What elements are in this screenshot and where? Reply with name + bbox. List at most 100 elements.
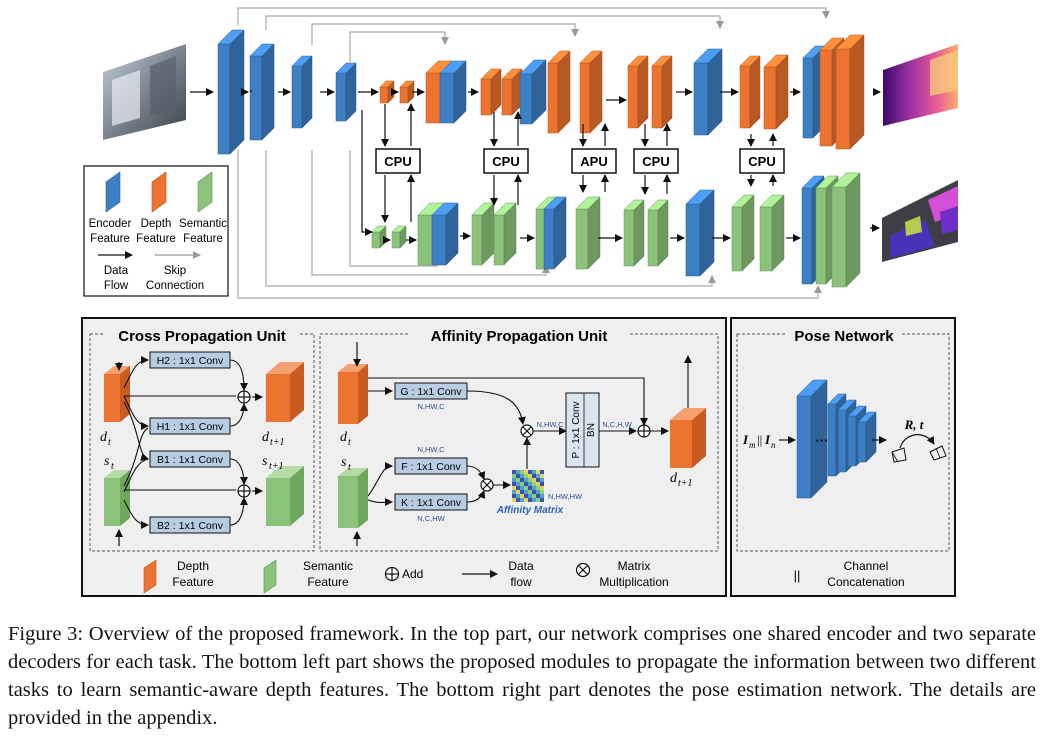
pose-dots: ··· xyxy=(816,433,829,448)
feature-block xyxy=(575,196,601,270)
affinity-matrix-cell xyxy=(536,478,540,482)
affinity-matrix-cell xyxy=(540,482,544,486)
f-conv-label: F : 1x1 Conv xyxy=(401,461,461,473)
feature-block xyxy=(371,225,387,249)
legend-data-flow-line2: Flow xyxy=(104,280,129,292)
unit-label: CPU xyxy=(492,154,519,169)
feature-block xyxy=(431,202,459,266)
affinity-matrix-cell xyxy=(512,482,516,486)
out-shape-label: N,C,H,W xyxy=(602,420,633,429)
feature-block xyxy=(501,68,523,116)
bn-label: BN xyxy=(586,423,597,437)
affinity-matrix-cell xyxy=(532,478,536,482)
b2-conv-label: B2 : 1x1 Conv xyxy=(157,520,224,532)
affinity-matrix-cell xyxy=(512,470,516,474)
feature-block xyxy=(763,54,789,130)
unit-box-3: APU xyxy=(571,148,617,174)
affinity-matrix-cell xyxy=(540,474,544,478)
unit-label: CPU xyxy=(642,154,669,169)
legend-depth-line1: Depth xyxy=(141,218,172,230)
pose-block xyxy=(796,379,828,499)
affinity-matrix-cell xyxy=(516,486,520,490)
legend-semantic-line1: Semantic xyxy=(179,218,227,230)
affinity-matrix-cell xyxy=(532,494,536,498)
affinity-matrix-cell xyxy=(516,498,520,502)
unit-box-5: CPU xyxy=(739,148,785,174)
cross-st-block xyxy=(104,470,130,526)
feature-block xyxy=(759,194,785,272)
propagation-unit-boxes: CPU CPU APU CPU CPU xyxy=(375,148,785,174)
modules-panel: Cross Propagation Unit Affinity Propagat… xyxy=(81,317,727,597)
cross-dt-block xyxy=(104,366,130,422)
affinity-matrix-cell xyxy=(524,478,528,482)
skip-connections xyxy=(237,7,830,299)
k-conv-label: K : 1x1 Conv xyxy=(401,497,462,509)
legend-encoder-line2: Feature xyxy=(90,233,130,245)
aff-dt-block xyxy=(338,364,368,424)
f-shape-label: N,HW,C xyxy=(417,445,445,454)
legend-skip-line1: Skip xyxy=(164,265,186,277)
affinity-matrix-cell xyxy=(536,474,540,478)
affinity-matrix-cell xyxy=(520,486,524,490)
k-shape-label: N,C,HW xyxy=(417,514,445,523)
aff-dt1-block xyxy=(670,408,706,468)
feature-block xyxy=(579,50,603,134)
affinity-matrix-cell xyxy=(540,486,544,490)
feature-block xyxy=(391,225,407,249)
affinity-matrix-cell xyxy=(520,490,524,494)
affinity-flows xyxy=(367,355,692,507)
feature-block xyxy=(519,59,547,125)
aff-dt-sub: t xyxy=(348,437,351,448)
output-depth-map xyxy=(883,44,958,126)
bottom-legend-flow-2: flow xyxy=(510,575,532,589)
camera-icon-1 xyxy=(891,447,907,463)
pose-legend-label-2: Concatenation xyxy=(827,575,904,589)
feature-block xyxy=(480,68,502,116)
framework-figure: CPU CPU APU CPU CPU xyxy=(81,7,958,597)
affinity-matrix-cell xyxy=(528,482,532,486)
feature-block xyxy=(471,202,495,266)
legend-encoder-line1: Encoder xyxy=(89,218,132,230)
cross-unit-title: Cross Propagation Unit xyxy=(118,328,286,345)
feature-blocks xyxy=(217,29,865,288)
feature-block xyxy=(685,189,715,277)
legend-depth-swatch xyxy=(151,171,167,213)
pose-title: Pose Network xyxy=(794,328,894,345)
feature-block xyxy=(335,62,357,122)
b1-conv-label: B1 : 1x1 Conv xyxy=(157,454,224,466)
affinity-matrix-cell xyxy=(528,474,532,478)
cross-st-label: s xyxy=(104,454,110,469)
affinity-matrix-cell xyxy=(516,482,520,486)
mul-shape-label: N,HW,C xyxy=(536,420,564,429)
cross-st1-sub: t+1 xyxy=(269,461,284,472)
affinity-matrix-cell xyxy=(540,478,544,482)
pose-input-sep: || xyxy=(757,432,762,447)
h1-conv-label: H1 : 1x1 Conv xyxy=(157,421,224,433)
unit-arrows xyxy=(381,103,777,223)
aff-dt1-label: d xyxy=(670,471,678,486)
legend-depth-line2: Feature xyxy=(136,233,176,245)
pose-input-i1: I xyxy=(742,432,749,447)
bottom-legend-depth-1: Depth xyxy=(177,559,209,573)
affinity-matrix-cell xyxy=(532,490,536,494)
affinity-matrix-cell xyxy=(520,498,524,502)
affinity-matrix-cell xyxy=(512,490,516,494)
g-shape-label: N,HW,C xyxy=(417,402,445,411)
affinity-matrix-cell xyxy=(532,470,536,474)
feature-block xyxy=(543,196,567,270)
feature-block xyxy=(647,199,669,267)
feature-block xyxy=(831,172,861,288)
affinity-matrix-cell xyxy=(520,478,524,482)
affinity-matrix-cell xyxy=(536,490,540,494)
cross-dt1-sub: t+1 xyxy=(270,437,285,448)
affinity-unit-content: d t s t G : 1x1 Conv N,HW,C F : 1x1 Conv… xyxy=(338,342,706,546)
camera-icon-2 xyxy=(929,445,947,461)
feature-block xyxy=(623,199,645,267)
affinity-matrix-cell xyxy=(516,490,520,494)
pose-legend-symbol: || xyxy=(794,568,801,583)
feature-block xyxy=(493,202,517,266)
legend-encoder-swatch xyxy=(105,171,121,213)
feature-block xyxy=(547,50,571,134)
cross-unit-content: d t s t H2 : 1x1 Conv H1 : 1x1 Conv B1 :… xyxy=(100,351,304,546)
affinity-matrix-cell xyxy=(532,482,536,486)
